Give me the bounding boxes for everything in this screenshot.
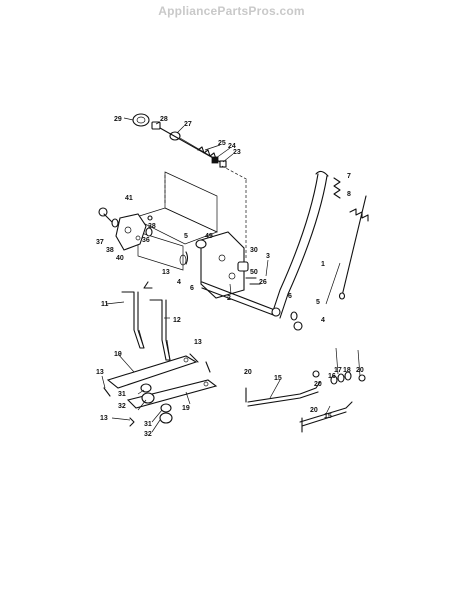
spring-25 [197,146,217,160]
callout-38a: 38 [106,247,114,254]
bushing-32b [159,412,173,424]
callout-5a: 5 [184,233,188,240]
callout-19a: 19 [114,351,122,358]
callout-20a: 20 [244,369,252,376]
spring-5 [179,251,189,266]
callout-6b: 6 [288,293,292,300]
callout-13c: 13 [100,415,108,422]
callout-20d: 20 [310,407,318,414]
link-15-upper [245,381,321,407]
lift-arm-19-upper [106,355,198,389]
callout-labels: 29 28 27 25 24 23 7 8 1 41 37 38 38 36 4… [96,116,364,438]
pivot-bolt-6 [271,307,281,317]
callout-16: 16 [328,373,336,380]
callout-30: 30 [250,247,258,254]
callout-4b: 4 [321,317,325,324]
callout-20c: 20 [356,367,364,374]
nut-23 [219,160,227,168]
callout-13a: 13 [162,269,170,276]
callout-32b: 32 [144,431,152,438]
spacer-40 [145,227,153,237]
site-watermark: AppliancePartsPros.com [158,4,305,18]
callout-3: 3 [266,253,270,260]
callout-26: 26 [259,279,267,286]
callout-23: 23 [233,149,241,156]
callout-13b: 13 [96,369,104,376]
callout-37: 37 [96,239,104,246]
callout-49: 49 [205,233,213,240]
callout-36: 36 [142,237,150,244]
pin-13c [129,417,135,427]
callout-18: 18 [343,367,351,374]
bolt-37 [98,207,113,223]
callout-41: 41 [125,195,133,202]
callout-15b: 15 [324,413,332,420]
link-15-lower [299,401,353,433]
lift-handle [271,170,329,319]
callout-31a: 31 [118,391,126,398]
frame-plate [132,171,218,271]
callout-4a: 4 [177,279,181,286]
callout-6a: 6 [190,285,194,292]
bell-crank-41 [115,213,147,251]
callout-8: 8 [347,191,351,198]
lift-bracket [200,231,245,299]
callout-31b: 31 [144,421,152,428]
callout-7: 7 [347,173,351,180]
callout-38b: 38 [148,223,156,230]
callout-27: 27 [184,121,192,128]
pin-13b [103,387,111,397]
cross-shaft-2 [201,281,281,317]
callout-19b: 19 [182,405,190,412]
callout-2: 2 [227,295,231,302]
link-12 [149,299,171,361]
callout-15a: 15 [274,375,282,382]
spring-8 [349,208,369,222]
washer-49 [195,239,207,249]
grip-7 [333,177,341,199]
callout-50: 50 [250,269,258,276]
callout-11: 11 [101,301,109,308]
callout-32a: 32 [118,403,126,410]
clip-13 [143,281,153,289]
lift-arm-19-lower [126,379,218,409]
leader-lines [101,117,361,433]
knob-29 [132,113,150,127]
callout-25: 25 [218,140,226,147]
spacer-24 [211,156,219,164]
callout-17: 17 [334,367,342,374]
rod-1 [338,195,367,300]
nut-28 [151,121,161,130]
callout-29: 29 [114,116,122,123]
washer-38 [111,218,119,228]
callout-28: 28 [160,116,168,123]
bushing-32a [141,392,155,404]
callout-12: 12 [173,317,181,324]
washer-5b [290,311,298,321]
washer-31b [160,403,172,413]
nut-4b [293,321,303,331]
pin-36 [147,215,153,221]
callout-5b: 5 [316,299,320,306]
bushing-30 [237,261,249,272]
bushings-16-18 [312,370,366,385]
callout-13d: 13 [194,339,202,346]
clips-13d [189,353,211,373]
callout-1: 1 [321,261,325,268]
link-11 [121,291,145,349]
callout-40: 40 [116,255,124,262]
callout-20b: 20 [314,381,322,388]
callout-24: 24 [228,143,236,150]
